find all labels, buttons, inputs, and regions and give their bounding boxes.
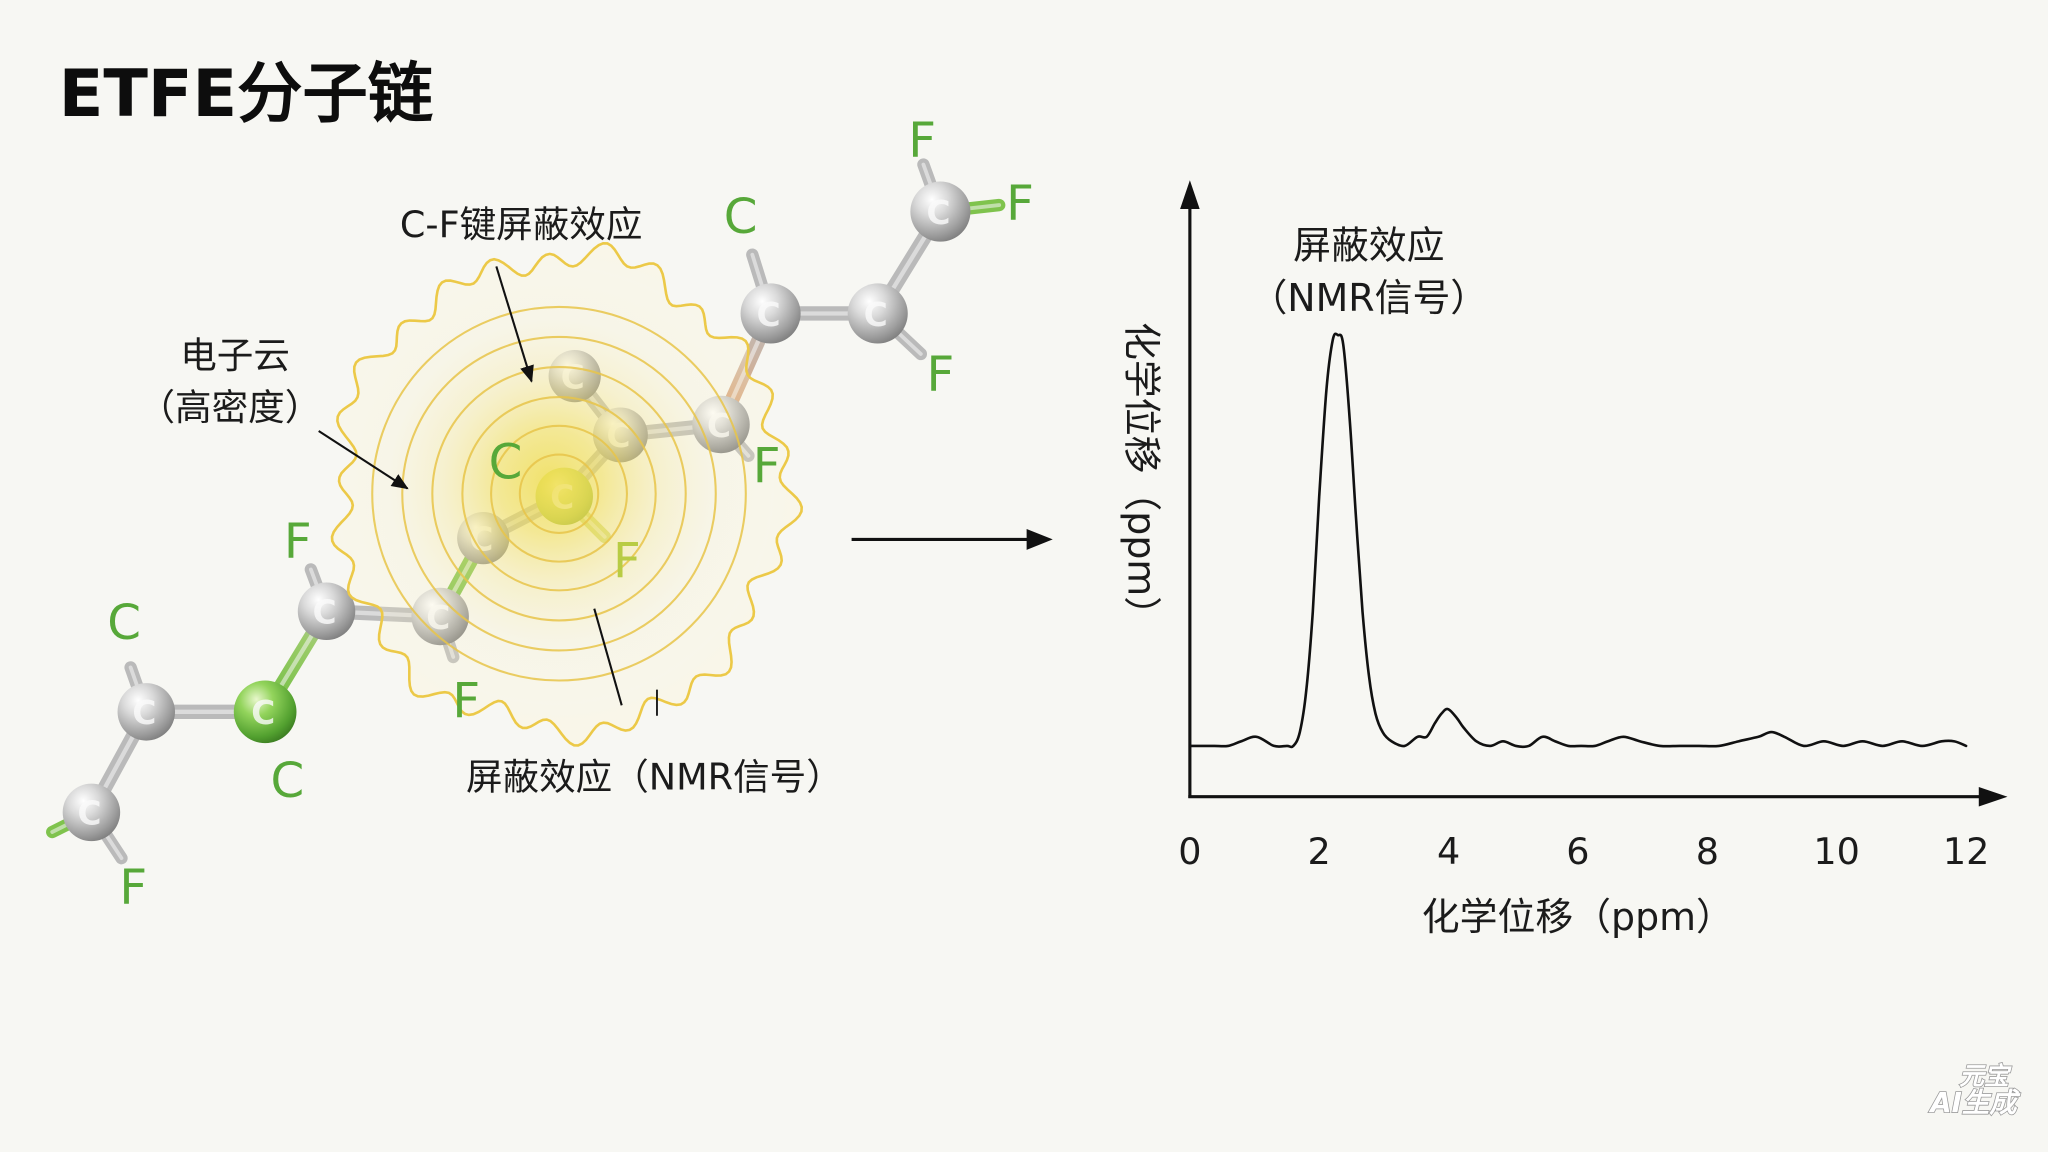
atom-glyph: C: [864, 296, 888, 334]
electron-cloud-shape: [330, 242, 804, 747]
cloud-ring: [371, 305, 747, 682]
electron-cloud: [330, 242, 804, 747]
atom: C: [297, 582, 356, 640]
atom-glyph: C: [757, 296, 781, 334]
atom: C: [62, 783, 121, 842]
atom-sphere: [117, 683, 176, 741]
atom-glyph: C: [77, 795, 101, 833]
annotation-electron-cloud-note: （高密度）: [138, 386, 321, 429]
atom: C: [117, 683, 176, 741]
annotation-electron-cloud-arrow: [318, 430, 409, 490]
atom-sphere: [847, 283, 908, 344]
atom-label: F: [119, 860, 147, 916]
annotation-cf-shielding: C-F键屏蔽效应: [400, 203, 643, 383]
annotation-shielding-signal: 屏蔽效应（NMR信号）: [466, 608, 843, 799]
atom: C: [847, 283, 908, 344]
atom-sphere: [740, 283, 801, 344]
atom-label: F: [927, 347, 955, 403]
peak-annotation-line1: 屏蔽效应: [1293, 224, 1444, 268]
atom-glyph: C: [132, 694, 156, 732]
cloud-ring: [461, 396, 657, 592]
cloud-ring: [518, 453, 600, 534]
atom-label: F: [753, 438, 781, 494]
y-axis-arrowhead: [1180, 180, 1200, 209]
atom-glyph: C: [313, 594, 337, 632]
atom: C: [740, 283, 801, 344]
atom-label: F: [284, 514, 312, 570]
peak-annotation-line2: （NMR信号）: [1249, 276, 1488, 320]
cloud-ring: [431, 365, 687, 622]
annotation-cf-shielding-arrow: [495, 266, 534, 383]
x-tick-label: 4: [1437, 830, 1460, 873]
nmr-spectrum-chart: 0 2 4 6 8 10 12 化学位移（ppm） 化学位移（ppm） 屏蔽效应 （NMR信…: [1120, 180, 2008, 939]
watermark-line1: 元宝: [1959, 1062, 2012, 1091]
y-axis-label: 化学位移（ppm）: [1120, 322, 1164, 634]
atom-label: C: [724, 189, 758, 245]
x-tick-labels: 0 2 4 6 8 10 12: [1178, 830, 1989, 873]
atom-label: F: [613, 534, 641, 590]
x-tick-label: 6: [1566, 830, 1589, 873]
annotation-cf-shielding-label: C-F键屏蔽效应: [400, 203, 643, 246]
atom-sphere: [910, 181, 971, 242]
cloud-ring: [401, 335, 717, 652]
annotation-shielding-signal-leader: [593, 608, 623, 706]
atom-label: F: [908, 113, 936, 169]
atom-label: F: [1006, 176, 1034, 232]
cloud-ring: [490, 424, 628, 563]
annotation-electron-cloud-label: 电子云: [180, 334, 290, 377]
x-tick-label: 0: [1178, 830, 1201, 873]
annotation-electron-cloud: 电子云 （高密度）: [138, 334, 409, 490]
atom-label: C: [107, 595, 141, 651]
x-tick-label: 12: [1943, 830, 1990, 873]
spectrum-trace: [1188, 332, 1968, 749]
page-title: ETFE分子链: [59, 56, 434, 132]
x-tick-label: 8: [1696, 830, 1719, 873]
annotation-shielding-signal-label: 屏蔽效应（NMR信号）: [466, 756, 843, 799]
atom-sphere: [297, 582, 356, 640]
process-arrow: [851, 528, 1053, 550]
atom-label: C: [489, 434, 523, 490]
x-tick-label: 10: [1813, 830, 1860, 873]
x-axis-arrowhead: [1978, 786, 2008, 807]
atom-sphere: [62, 783, 121, 842]
process-arrow-head: [1026, 528, 1053, 550]
atom-glyph: C: [251, 694, 275, 732]
atom: C: [233, 680, 297, 744]
atom-glyph: C: [926, 194, 950, 232]
atom-label: F: [452, 673, 480, 729]
x-axis-label: 化学位移（ppm）: [1422, 895, 1734, 939]
atom: C: [910, 181, 971, 242]
atom-label: C: [270, 753, 304, 809]
electron-cloud-rings: [371, 305, 747, 682]
x-tick-label: 2: [1308, 830, 1331, 873]
watermark-line2: AI生成: [1928, 1088, 2021, 1119]
atom-sphere: [233, 680, 297, 744]
watermark: 元宝 AI生成: [1928, 1061, 2022, 1120]
